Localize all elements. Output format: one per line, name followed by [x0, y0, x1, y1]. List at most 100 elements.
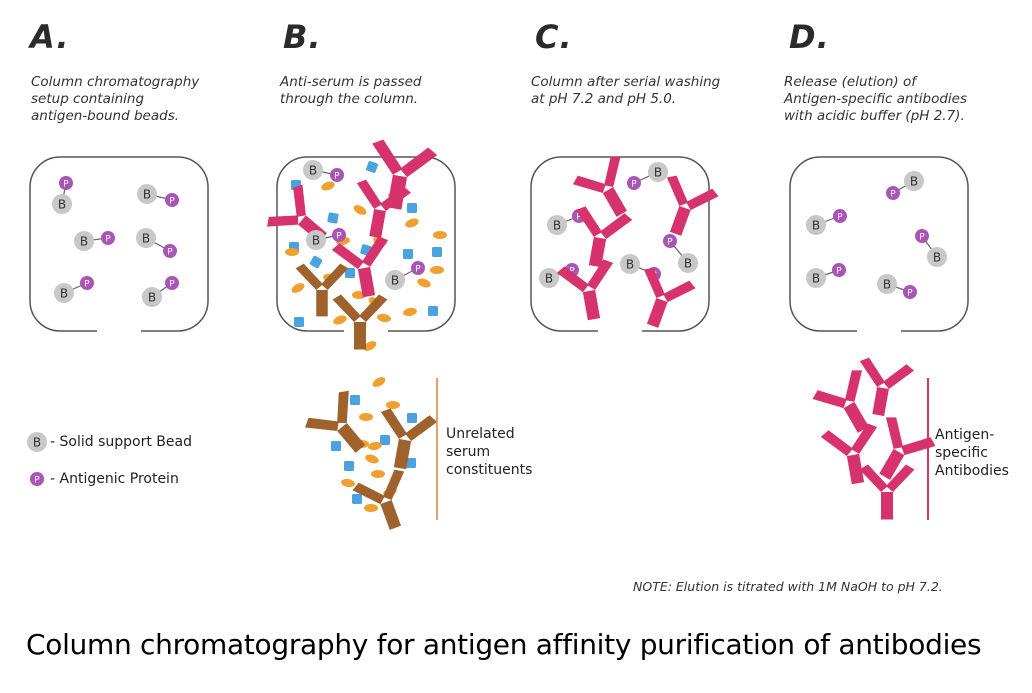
svg-text:P: P	[169, 280, 175, 290]
orange-particle-icon	[365, 454, 379, 464]
svg-text:P: P	[907, 289, 913, 299]
column-outlet	[598, 329, 642, 334]
blue-square-icon	[344, 461, 354, 471]
antigen-specific-antibodies-label: Antigen- specific Antibodies	[935, 426, 1009, 480]
svg-text:P: P	[167, 248, 173, 258]
svg-text:P: P	[836, 267, 842, 277]
bead-icon: B	[539, 268, 559, 288]
svg-text:P: P	[334, 172, 340, 182]
svg-text:B: B	[309, 164, 317, 178]
column-a	[29, 156, 209, 332]
svg-text:B: B	[391, 274, 399, 288]
antibody-y-icon	[859, 464, 915, 520]
bead-icon: B	[137, 184, 157, 204]
panel-a-caption: Column chromatography setup containing a…	[31, 74, 251, 125]
panel-a-letter: A.	[30, 18, 70, 56]
antibody-y-icon	[556, 259, 614, 321]
orange-particle-icon	[353, 205, 367, 215]
label-line: Antibodies	[935, 463, 1009, 479]
antigen-protein-icon: P	[903, 285, 917, 299]
blue-square-icon	[432, 247, 442, 257]
svg-text:B: B	[812, 272, 820, 286]
column-outlet	[97, 329, 141, 334]
column-c	[530, 156, 710, 332]
svg-text:P: P	[667, 238, 673, 248]
svg-text:B: B	[545, 272, 553, 286]
svg-text:P: P	[336, 232, 342, 242]
caption-line: with acidic buffer (pH 2.7).	[784, 108, 965, 124]
bead-icon: B	[52, 194, 72, 214]
orange-particle-icon	[430, 266, 444, 274]
antigen-protein-icon: P	[833, 209, 847, 223]
bead-icon: B	[306, 230, 326, 250]
caption-line: through the column.	[280, 91, 419, 107]
antibody-y-icon	[331, 236, 389, 298]
bead-icon: B	[904, 171, 924, 191]
svg-text:P: P	[569, 267, 575, 277]
caption-line: Antigen-specific antibodies	[784, 91, 968, 107]
label-line: serum	[446, 444, 491, 460]
svg-text:P: P	[415, 265, 421, 275]
blue-square-icon	[331, 441, 341, 451]
bead-icon: B	[927, 247, 947, 267]
label-line: specific	[935, 445, 988, 461]
svg-text:B: B	[626, 258, 634, 272]
antibody-y-icon	[643, 267, 696, 328]
bead-icon: B	[620, 254, 640, 274]
svg-text:P: P	[169, 197, 175, 207]
antigen-protein-icon: P	[411, 261, 425, 275]
orange-particle-icon	[321, 181, 335, 191]
caption-line: Column after serial washing	[531, 74, 721, 90]
orange-particle-icon	[363, 341, 377, 351]
orange-particle-icon	[341, 478, 355, 488]
orange-particle-icon	[368, 441, 382, 451]
blue-square-icon	[428, 306, 438, 316]
svg-text:B: B	[148, 291, 156, 305]
antibody-y-icon	[295, 263, 349, 317]
caption-line: Column chromatography	[31, 74, 200, 90]
antibody-y-icon	[820, 423, 878, 485]
orange-particle-icon	[285, 248, 299, 256]
svg-text:B: B	[143, 188, 151, 202]
antigen-protein-icon: P	[915, 229, 929, 243]
blue-square-icon	[350, 395, 360, 405]
blue-square-icon	[345, 268, 355, 278]
panel-c-caption: Column after serial washing at pH 7.2 an…	[531, 74, 751, 108]
antigen-protein-icon: P	[80, 276, 94, 290]
svg-text:B: B	[933, 251, 941, 265]
svg-text:B: B	[312, 234, 320, 248]
svg-text:P: P	[34, 476, 40, 486]
panel-c-letter: C.	[535, 18, 573, 56]
orange-particle-icon	[359, 413, 373, 421]
orange-particle-icon	[377, 313, 391, 323]
svg-text:B: B	[883, 278, 891, 292]
legend-bead-icon: B	[27, 432, 47, 452]
svg-text:P: P	[63, 180, 69, 190]
svg-text:P: P	[105, 235, 111, 245]
antigen-protein-icon: P	[165, 193, 179, 207]
svg-text:B: B	[553, 219, 561, 233]
svg-text:P: P	[631, 180, 637, 190]
caption-line: Anti-serum is passed	[280, 74, 422, 90]
panel-d-letter: D.	[789, 18, 830, 56]
antibody-y-icon	[332, 294, 388, 350]
caption-line: at pH 7.2 and pH 5.0.	[531, 91, 677, 107]
svg-text:B: B	[812, 219, 820, 233]
svg-text:B: B	[60, 287, 68, 301]
panel-d-caption: Release (elution) of Antigen-specific an…	[784, 74, 1004, 125]
antigen-protein-icon: P	[330, 168, 344, 182]
figure-title: Column chromatography for antigen affini…	[26, 628, 982, 661]
bead-icon: B	[806, 215, 826, 235]
bead-icon: B	[136, 228, 156, 248]
antigen-protein-icon: P	[886, 186, 900, 200]
antigen-protein-icon: P	[663, 234, 677, 248]
bead-icon: B	[74, 231, 94, 251]
bead-icon: B	[54, 283, 74, 303]
caption-line: Release (elution) of	[784, 74, 916, 90]
blue-square-icon	[407, 413, 417, 423]
caption-line: setup containing	[31, 91, 145, 107]
svg-text:P: P	[576, 213, 582, 223]
label-line: constituents	[446, 462, 533, 478]
